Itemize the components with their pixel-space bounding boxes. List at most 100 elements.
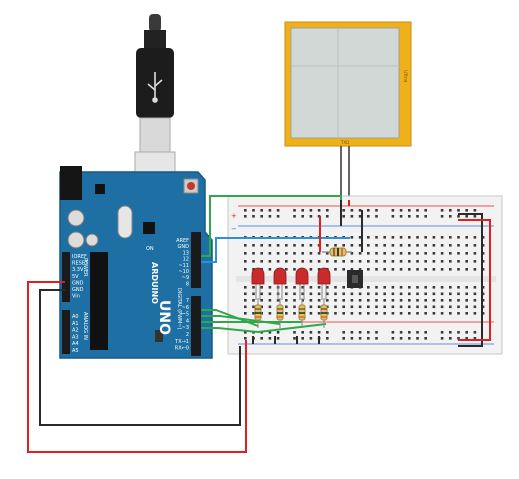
wire-right-red-loop[interactable]	[458, 219, 491, 341]
breadboard-hole[interactable]	[440, 252, 444, 255]
breadboard-hole[interactable]	[457, 260, 460, 263]
breadboard-hole[interactable]	[244, 292, 247, 296]
breadboard-hole[interactable]	[465, 337, 468, 340]
breadboard-hole[interactable]	[293, 312, 296, 315]
breadboard-hole[interactable]	[358, 252, 362, 255]
breadboard-hole[interactable]	[260, 312, 263, 315]
breadboard-hole[interactable]	[399, 299, 403, 302]
breadboard-hole[interactable]	[309, 292, 313, 296]
breadboard-hole[interactable]	[342, 209, 345, 212]
breadboard-hole[interactable]	[301, 337, 304, 340]
breadboard-hole[interactable]	[244, 252, 247, 255]
breadboard-hole[interactable]	[440, 268, 444, 271]
breadboard-hole[interactable]	[276, 244, 280, 247]
breadboard-hole[interactable]	[465, 305, 468, 309]
breadboard-hole[interactable]	[285, 268, 288, 271]
breadboard-hole[interactable]	[301, 209, 304, 212]
breadboard-hole[interactable]	[399, 209, 403, 212]
breadboard-hole[interactable]	[260, 299, 263, 302]
breadboard-hole[interactable]	[391, 299, 395, 302]
breadboard-hole[interactable]	[268, 209, 272, 212]
breadboard-hole[interactable]	[424, 337, 427, 340]
breadboard-hole[interactable]	[440, 236, 444, 239]
breadboard-hole[interactable]	[334, 292, 337, 296]
breadboard-hole[interactable]	[317, 252, 321, 255]
breadboard-hole[interactable]	[440, 299, 444, 302]
breadboard-hole[interactable]	[399, 286, 403, 289]
breadboard-hole[interactable]	[424, 299, 427, 302]
breadboard-hole[interactable]	[481, 292, 485, 296]
breadboard-hole[interactable]	[481, 305, 485, 309]
breadboard-hole[interactable]	[367, 252, 370, 255]
breadboard-hole[interactable]	[293, 337, 296, 340]
breadboard-hole[interactable]	[416, 268, 419, 271]
breadboard-hole[interactable]	[244, 305, 247, 309]
breadboard-hole[interactable]	[416, 305, 419, 309]
breadboard-hole[interactable]	[432, 299, 436, 302]
breadboard-hole[interactable]	[268, 312, 272, 315]
breadboard-hole[interactable]	[268, 260, 272, 263]
push-button[interactable]	[347, 270, 363, 288]
breadboard-hole[interactable]	[252, 286, 255, 289]
breadboard-hole[interactable]	[449, 268, 452, 271]
breadboard-hole[interactable]	[334, 268, 337, 271]
breadboard-hole[interactable]	[367, 268, 370, 271]
breadboard-hole[interactable]	[326, 260, 329, 263]
breadboard-hole[interactable]	[481, 299, 485, 302]
breadboard-hole[interactable]	[293, 215, 296, 218]
breadboard-hole[interactable]	[424, 305, 427, 309]
breadboard-hole[interactable]	[309, 215, 313, 218]
breadboard-hole[interactable]	[399, 312, 403, 315]
breadboard-hole[interactable]	[293, 209, 296, 212]
breadboard-hole[interactable]	[473, 292, 477, 296]
breadboard-hole[interactable]	[375, 215, 378, 218]
breadboard-hole[interactable]	[326, 215, 329, 218]
breadboard-hole[interactable]	[334, 305, 337, 309]
breadboard-hole[interactable]	[408, 260, 411, 263]
breadboard-hole[interactable]	[260, 305, 263, 309]
breadboard-hole[interactable]	[244, 299, 247, 302]
breadboard-hole[interactable]	[399, 331, 403, 334]
breadboard-hole[interactable]	[350, 331, 354, 334]
breadboard-hole[interactable]	[432, 312, 436, 315]
breadboard-hole[interactable]	[465, 286, 468, 289]
breadboard-hole[interactable]	[244, 215, 247, 218]
breadboard-hole[interactable]	[252, 305, 255, 309]
breadboard-hole[interactable]	[252, 260, 255, 263]
breadboard-hole[interactable]	[268, 268, 272, 271]
breadboard-hole[interactable]	[293, 260, 296, 263]
breadboard-hole[interactable]	[358, 337, 362, 340]
breadboard-hole[interactable]	[449, 286, 452, 289]
breadboard-hole[interactable]	[473, 215, 477, 218]
breadboard-hole[interactable]	[268, 252, 272, 255]
breadboard-hole[interactable]	[473, 312, 477, 315]
breadboard-hole[interactable]	[334, 286, 337, 289]
breadboard-hole[interactable]	[350, 337, 354, 340]
breadboard-hole[interactable]	[252, 292, 255, 296]
breadboard-hole[interactable]	[440, 244, 444, 247]
breadboard-hole[interactable]	[285, 292, 288, 296]
breadboard-hole[interactable]	[350, 268, 354, 271]
breadboard-hole[interactable]	[383, 260, 386, 263]
breadboard-hole[interactable]	[375, 268, 378, 271]
breadboard-hole[interactable]	[399, 337, 403, 340]
resistor-button[interactable]	[322, 247, 352, 257]
led-resistor-4[interactable]	[320, 298, 328, 328]
led-resistor-3[interactable]	[298, 298, 306, 328]
breadboard-hole[interactable]	[285, 286, 288, 289]
breadboard-hole[interactable]	[432, 292, 436, 296]
breadboard-hole[interactable]	[367, 299, 370, 302]
breadboard-hole[interactable]	[481, 244, 485, 247]
breadboard-hole[interactable]	[391, 305, 395, 309]
breadboard-hole[interactable]	[481, 286, 485, 289]
breadboard-hole[interactable]	[408, 268, 411, 271]
breadboard-hole[interactable]	[350, 215, 354, 218]
breadboard-hole[interactable]	[309, 252, 313, 255]
breadboard-hole[interactable]	[391, 252, 395, 255]
breadboard-hole[interactable]	[367, 337, 370, 340]
breadboard-hole[interactable]	[260, 244, 263, 247]
breadboard-hole[interactable]	[244, 209, 247, 212]
breadboard-hole[interactable]	[309, 305, 313, 309]
breadboard-hole[interactable]	[326, 209, 329, 212]
breadboard-hole[interactable]	[334, 312, 337, 315]
